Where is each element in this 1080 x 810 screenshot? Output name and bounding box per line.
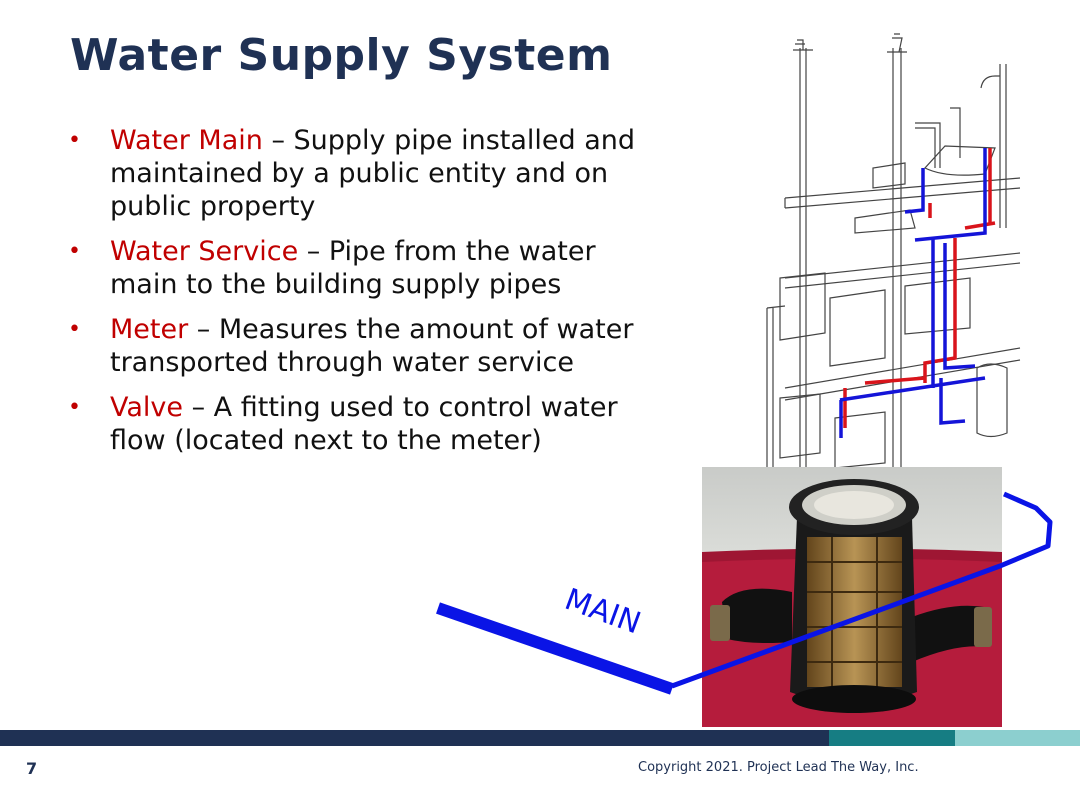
page-number: 7	[26, 759, 38, 778]
bullet-dot: •	[68, 317, 81, 342]
bullet-item: • Valve – A fitting used to control wate…	[68, 391, 668, 457]
copyright-text: Copyright 2021. Project Lead The Way, In…	[638, 760, 919, 775]
footer-bar	[0, 730, 1080, 746]
bullet-text: – A fitting used to control water flow (…	[110, 392, 618, 456]
bullet-term: Water Service	[110, 236, 299, 267]
bullet-term: Meter	[110, 314, 189, 345]
bullet-dot: •	[68, 395, 81, 420]
bullet-dot: •	[68, 128, 81, 153]
footer-bar-light	[955, 730, 1080, 746]
bullet-list: • Water Main – Supply pipe installed and…	[68, 124, 668, 469]
bullet-dot: •	[68, 239, 81, 264]
plumbing-illustration	[766, 33, 1021, 468]
bullet-text: – Pipe from the water main to the buildi…	[110, 236, 596, 300]
footer-bar-dark	[0, 730, 829, 746]
bullet-item: • Meter – Measures the amount of water t…	[68, 313, 668, 379]
bullet-item: • Water Main – Supply pipe installed and…	[68, 124, 668, 223]
bullet-term: Valve	[110, 392, 184, 423]
footer-bar-teal	[829, 730, 955, 746]
page-title: Water Supply System	[70, 30, 613, 81]
bullet-item: • Water Service – Pipe from the water ma…	[68, 235, 668, 301]
water-meter-photo	[702, 467, 1002, 727]
bullet-text: – Measures the amount of water transport…	[110, 314, 634, 378]
bullet-term: Water Main	[110, 125, 263, 156]
bullet-text: – Supply pipe installed and maintained b…	[110, 125, 636, 222]
main-label: MAIN	[560, 582, 645, 641]
